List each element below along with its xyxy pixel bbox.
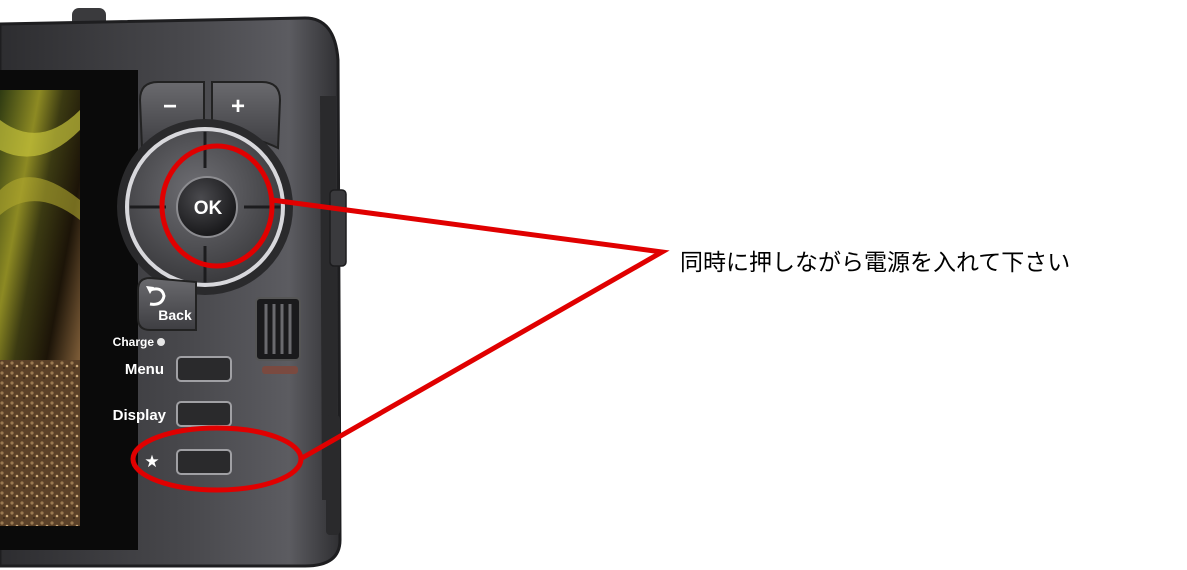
minus-label: − bbox=[163, 93, 177, 120]
menu-button[interactable] bbox=[176, 356, 232, 382]
screen bbox=[0, 90, 80, 526]
display-label: Display bbox=[113, 407, 167, 424]
star-highlight bbox=[130, 425, 304, 493]
ok-highlight bbox=[159, 143, 275, 269]
ok-label: OK bbox=[194, 198, 223, 219]
callout-text: 同時に押しながら電源を入れて下さい bbox=[680, 250, 1071, 276]
jog-dial-ridges bbox=[264, 304, 292, 354]
side-slider[interactable] bbox=[329, 189, 347, 267]
jog-dial[interactable] bbox=[255, 297, 301, 361]
highlight-annotations bbox=[130, 143, 670, 493]
back-arrow-head bbox=[146, 286, 154, 294]
star-icon: ★ bbox=[144, 452, 159, 471]
display-button[interactable] bbox=[176, 401, 232, 427]
back-label: Back bbox=[158, 307, 192, 323]
back-button[interactable] bbox=[137, 276, 197, 331]
callout-pointer bbox=[271, 197, 670, 461]
side-slot bbox=[326, 415, 340, 535]
star-button[interactable] bbox=[176, 449, 232, 475]
back-arrow-icon bbox=[149, 287, 166, 306]
jog-dial-indicator bbox=[262, 366, 298, 374]
plus-label: + bbox=[231, 93, 245, 120]
charge-led-icon bbox=[157, 338, 165, 346]
ok-button[interactable] bbox=[176, 176, 238, 238]
menu-label: Menu bbox=[125, 361, 164, 378]
charge-label: Charge bbox=[113, 335, 155, 349]
